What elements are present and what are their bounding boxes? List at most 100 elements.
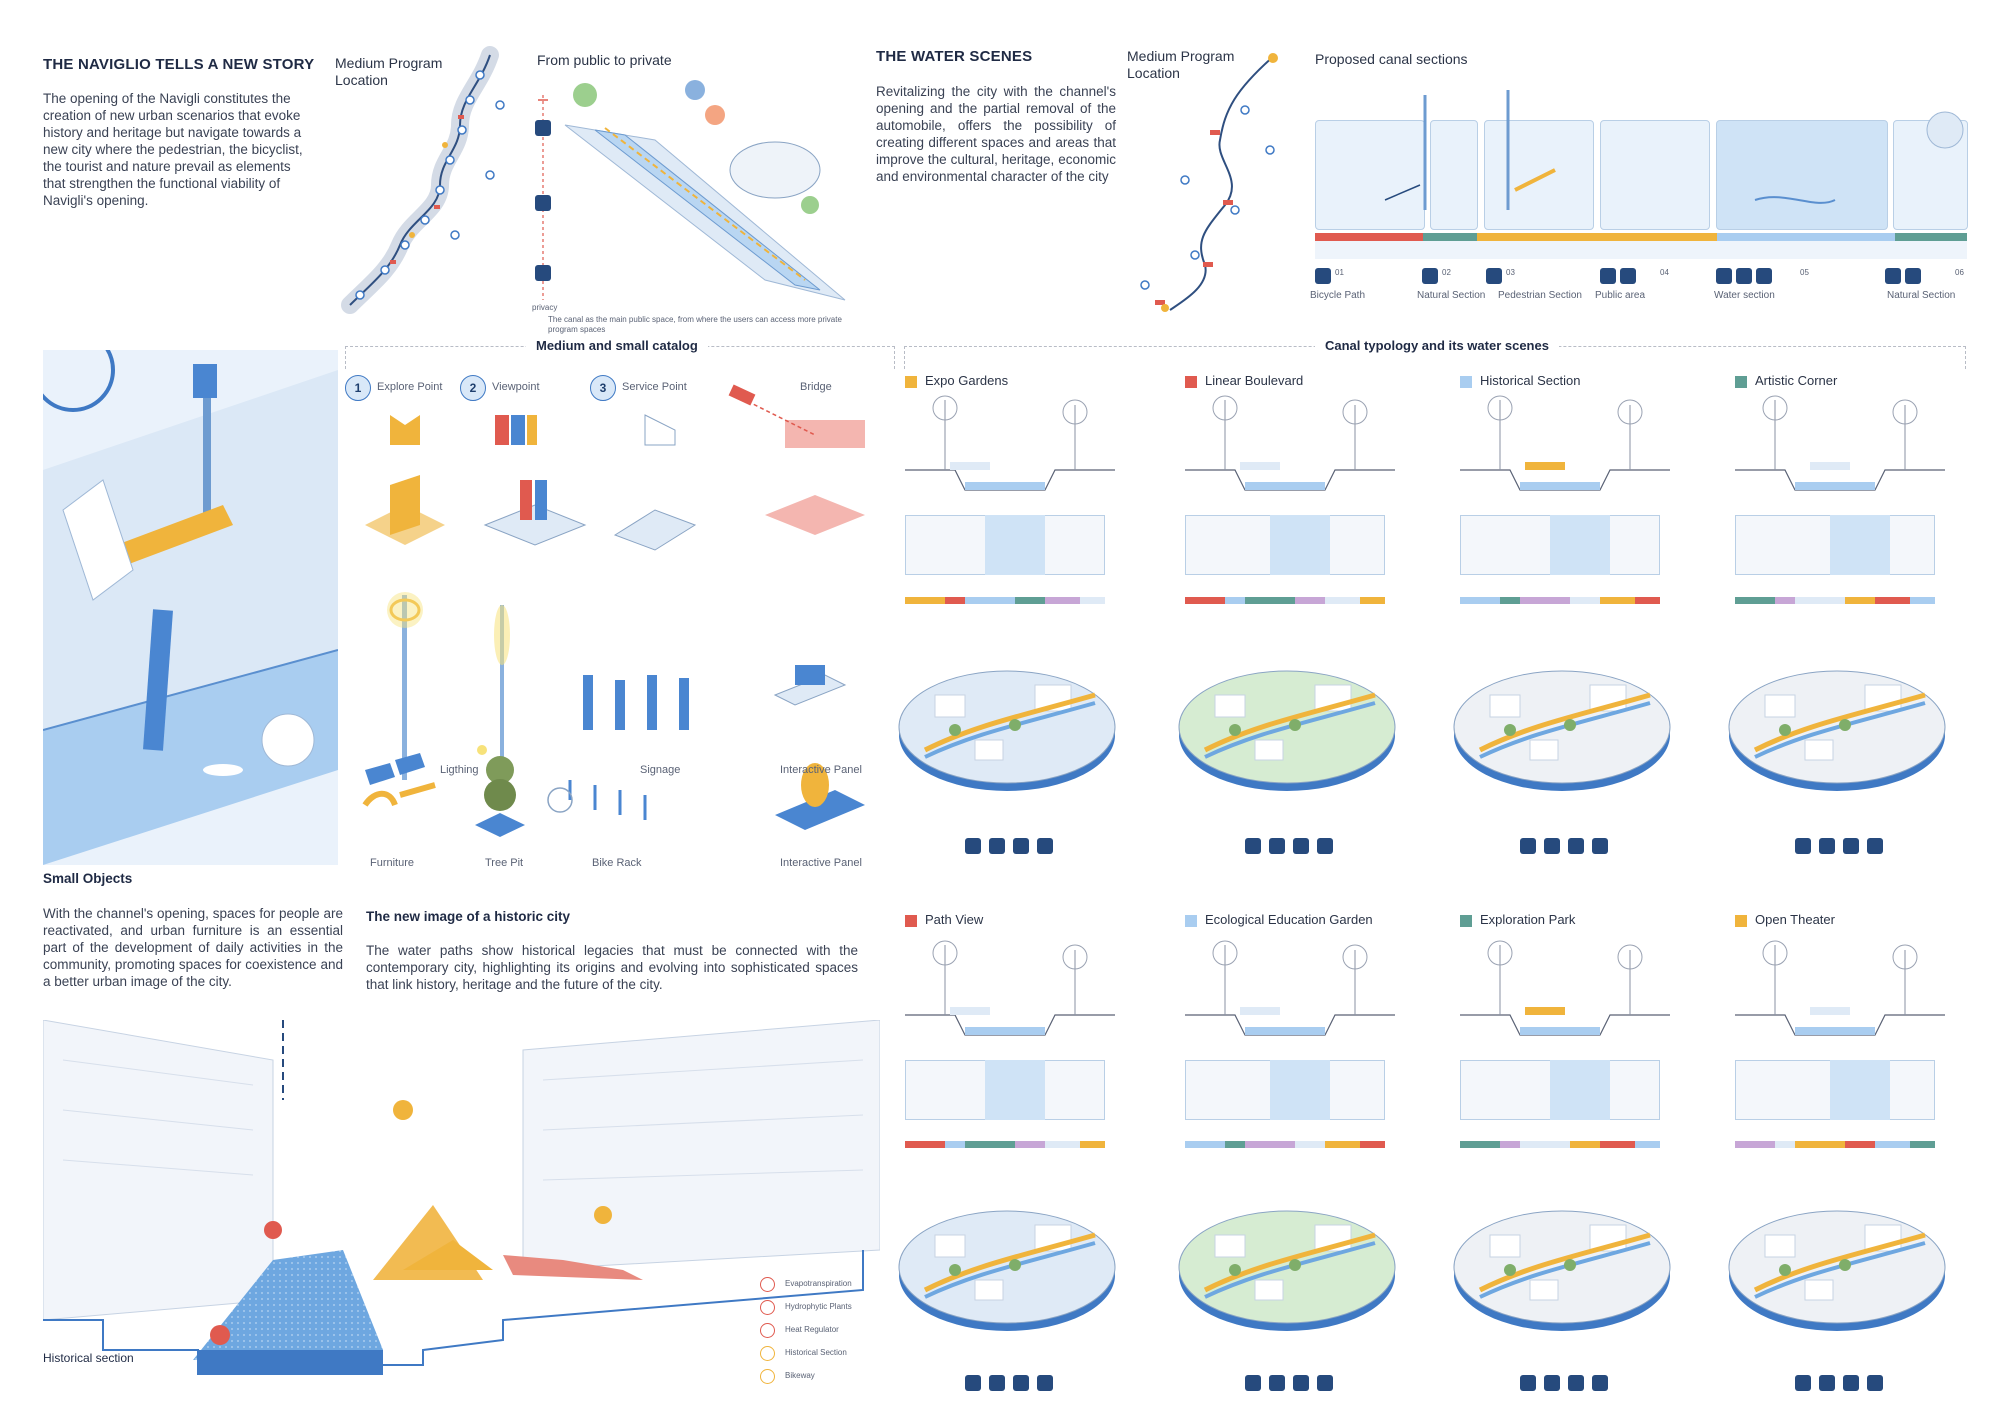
typology-feature-icon [1867,1375,1883,1391]
section-num-04: 04 [1660,268,1669,277]
section-label-public-area: Public area [1595,290,1646,301]
water-scenes-text: Revitalizing the city with the channel's… [876,84,1116,184]
bench-icon [1600,268,1616,284]
typology-feature-icon [1843,1375,1859,1391]
public-private-caption: The canal as the main public space, from… [548,315,842,334]
intro-title: THE NAVIGLIO TELLS A NEW STORY [43,56,315,73]
typology-feature-icon [1037,838,1053,854]
typology-plan-water [985,515,1045,575]
section-num-06: 06 [1955,268,1964,277]
typology-title-icon [1185,376,1197,388]
typology-feature-icon [1245,1375,1261,1391]
section-panel-public-area [1600,120,1710,230]
typology-title-0-3: Artistic Corner [1755,373,1838,388]
typology-plan-water [1830,1060,1890,1120]
info-icon [535,265,551,281]
historical-section-illustration [43,1020,880,1375]
typology-feature-icon [1317,1375,1333,1391]
typology-title-icon [905,915,917,927]
typology-aerial-disc [1453,670,1671,791]
typology-color-strip [1735,597,1935,604]
typology-feature-icon [1568,838,1584,854]
typology-section-drawing [1735,395,1945,491]
water-icon [1716,268,1732,284]
small-objects-illustration [43,350,338,865]
drop-icon [1756,268,1772,284]
catalog-drawings [362,384,865,837]
section-num-05: 05 [1800,268,1809,277]
section-panel-bicycle-path [1315,120,1425,230]
map1-label: Medium Program Location [335,55,443,88]
typology-feature-icon [1819,1375,1835,1391]
historical-section-label: Historical section [43,1351,134,1365]
catalog-signage: Signage [640,764,681,776]
small-objects-text: With the channel's opening, spaces for p… [43,906,343,989]
typology-plan-water [1550,1060,1610,1120]
typology-title-0-2: Historical Section [1480,373,1581,388]
typology-plan-water [1830,515,1890,575]
section-label-pedestrian: Pedestrian Section [1498,290,1582,301]
typology-feature-icon [1317,838,1333,854]
section-label-natural: Natural Section [1417,290,1486,301]
typology-feature-icon [1520,1375,1536,1391]
typology-band: Canal typology and its water scenes [904,338,1966,369]
typology-feature-icon [965,1375,981,1391]
leaf-icon [1885,268,1901,284]
typology-color-strip [1185,1141,1385,1148]
typology-aerial-disc [1178,670,1396,791]
typology-title: Canal typology and its water scenes [1315,338,1559,353]
section-num-01: 01 [1335,268,1344,277]
section-label-water: Water section [1714,290,1775,301]
legend-label: Hydrophytic Plants [785,1302,852,1311]
typology-section-drawing [1185,940,1395,1036]
typology-aerial-disc [1453,1210,1671,1331]
typology-title-icon [1460,376,1472,388]
typology-color-strip [905,597,1105,604]
typology-feature-icon [1293,1375,1309,1391]
typology-feature-icon [1037,1375,1053,1391]
typology-title-icon [1735,376,1747,388]
typology-feature-icon [1843,838,1859,854]
section-label-bicycle-path: Bicycle Path [1310,290,1366,301]
catalog-lighting: Ligthing [440,764,479,776]
typology-title-0-1: Linear Boulevard [1205,373,1304,388]
typology-plan-water [1550,515,1610,575]
canal-sections-title: Proposed canal sections [1315,51,1468,67]
typology-aerial-disc [1728,670,1946,791]
typology-title-icon [905,376,917,388]
section-panel-water [1716,120,1888,230]
typology-title-icon [1185,915,1197,927]
section-num-02: 02 [1442,268,1451,277]
typology-aerial-disc [898,1210,1116,1331]
typology-feature-icon [1245,838,1261,854]
legend-icon [760,1277,775,1292]
eye-icon [1905,268,1921,284]
catalog-interactive-panel-2: Interactive Panel [780,857,862,869]
small-objects-title: Small Objects [43,871,133,886]
map2-label: Medium Program Location [1127,48,1235,81]
typology-color-strip [1735,1141,1935,1148]
typology-feature-icon [989,838,1005,854]
bicycle-icon [1315,268,1331,284]
typology-section-drawing [1735,940,1945,1036]
typology-title-icon [1460,915,1472,927]
typology-feature-icon [1795,1375,1811,1391]
typology-feature-icon [1013,838,1029,854]
typology-feature-icon [1544,1375,1560,1391]
typology-section-drawing [1185,395,1395,491]
tree-icon [1422,268,1438,284]
canal-sections-strip [1315,233,1967,259]
catalog-label-service-point: Service Point [622,381,687,393]
typology-title-icon [1735,915,1747,927]
typology-feature-icon [1592,1375,1608,1391]
typology-color-strip [905,1141,1105,1148]
section-panel-natural [1430,120,1478,230]
typology-color-strip [1185,597,1385,604]
typology-feature-icon [1867,838,1883,854]
legend-label: Heat Regulator [785,1325,839,1334]
typology-feature-icon [965,838,981,854]
typology-feature-icon [1520,838,1536,854]
typology-title-1-0: Path View [925,912,984,927]
typology-feature-icon [1293,838,1309,854]
catalog-label-viewpoint: Viewpoint [492,381,540,393]
